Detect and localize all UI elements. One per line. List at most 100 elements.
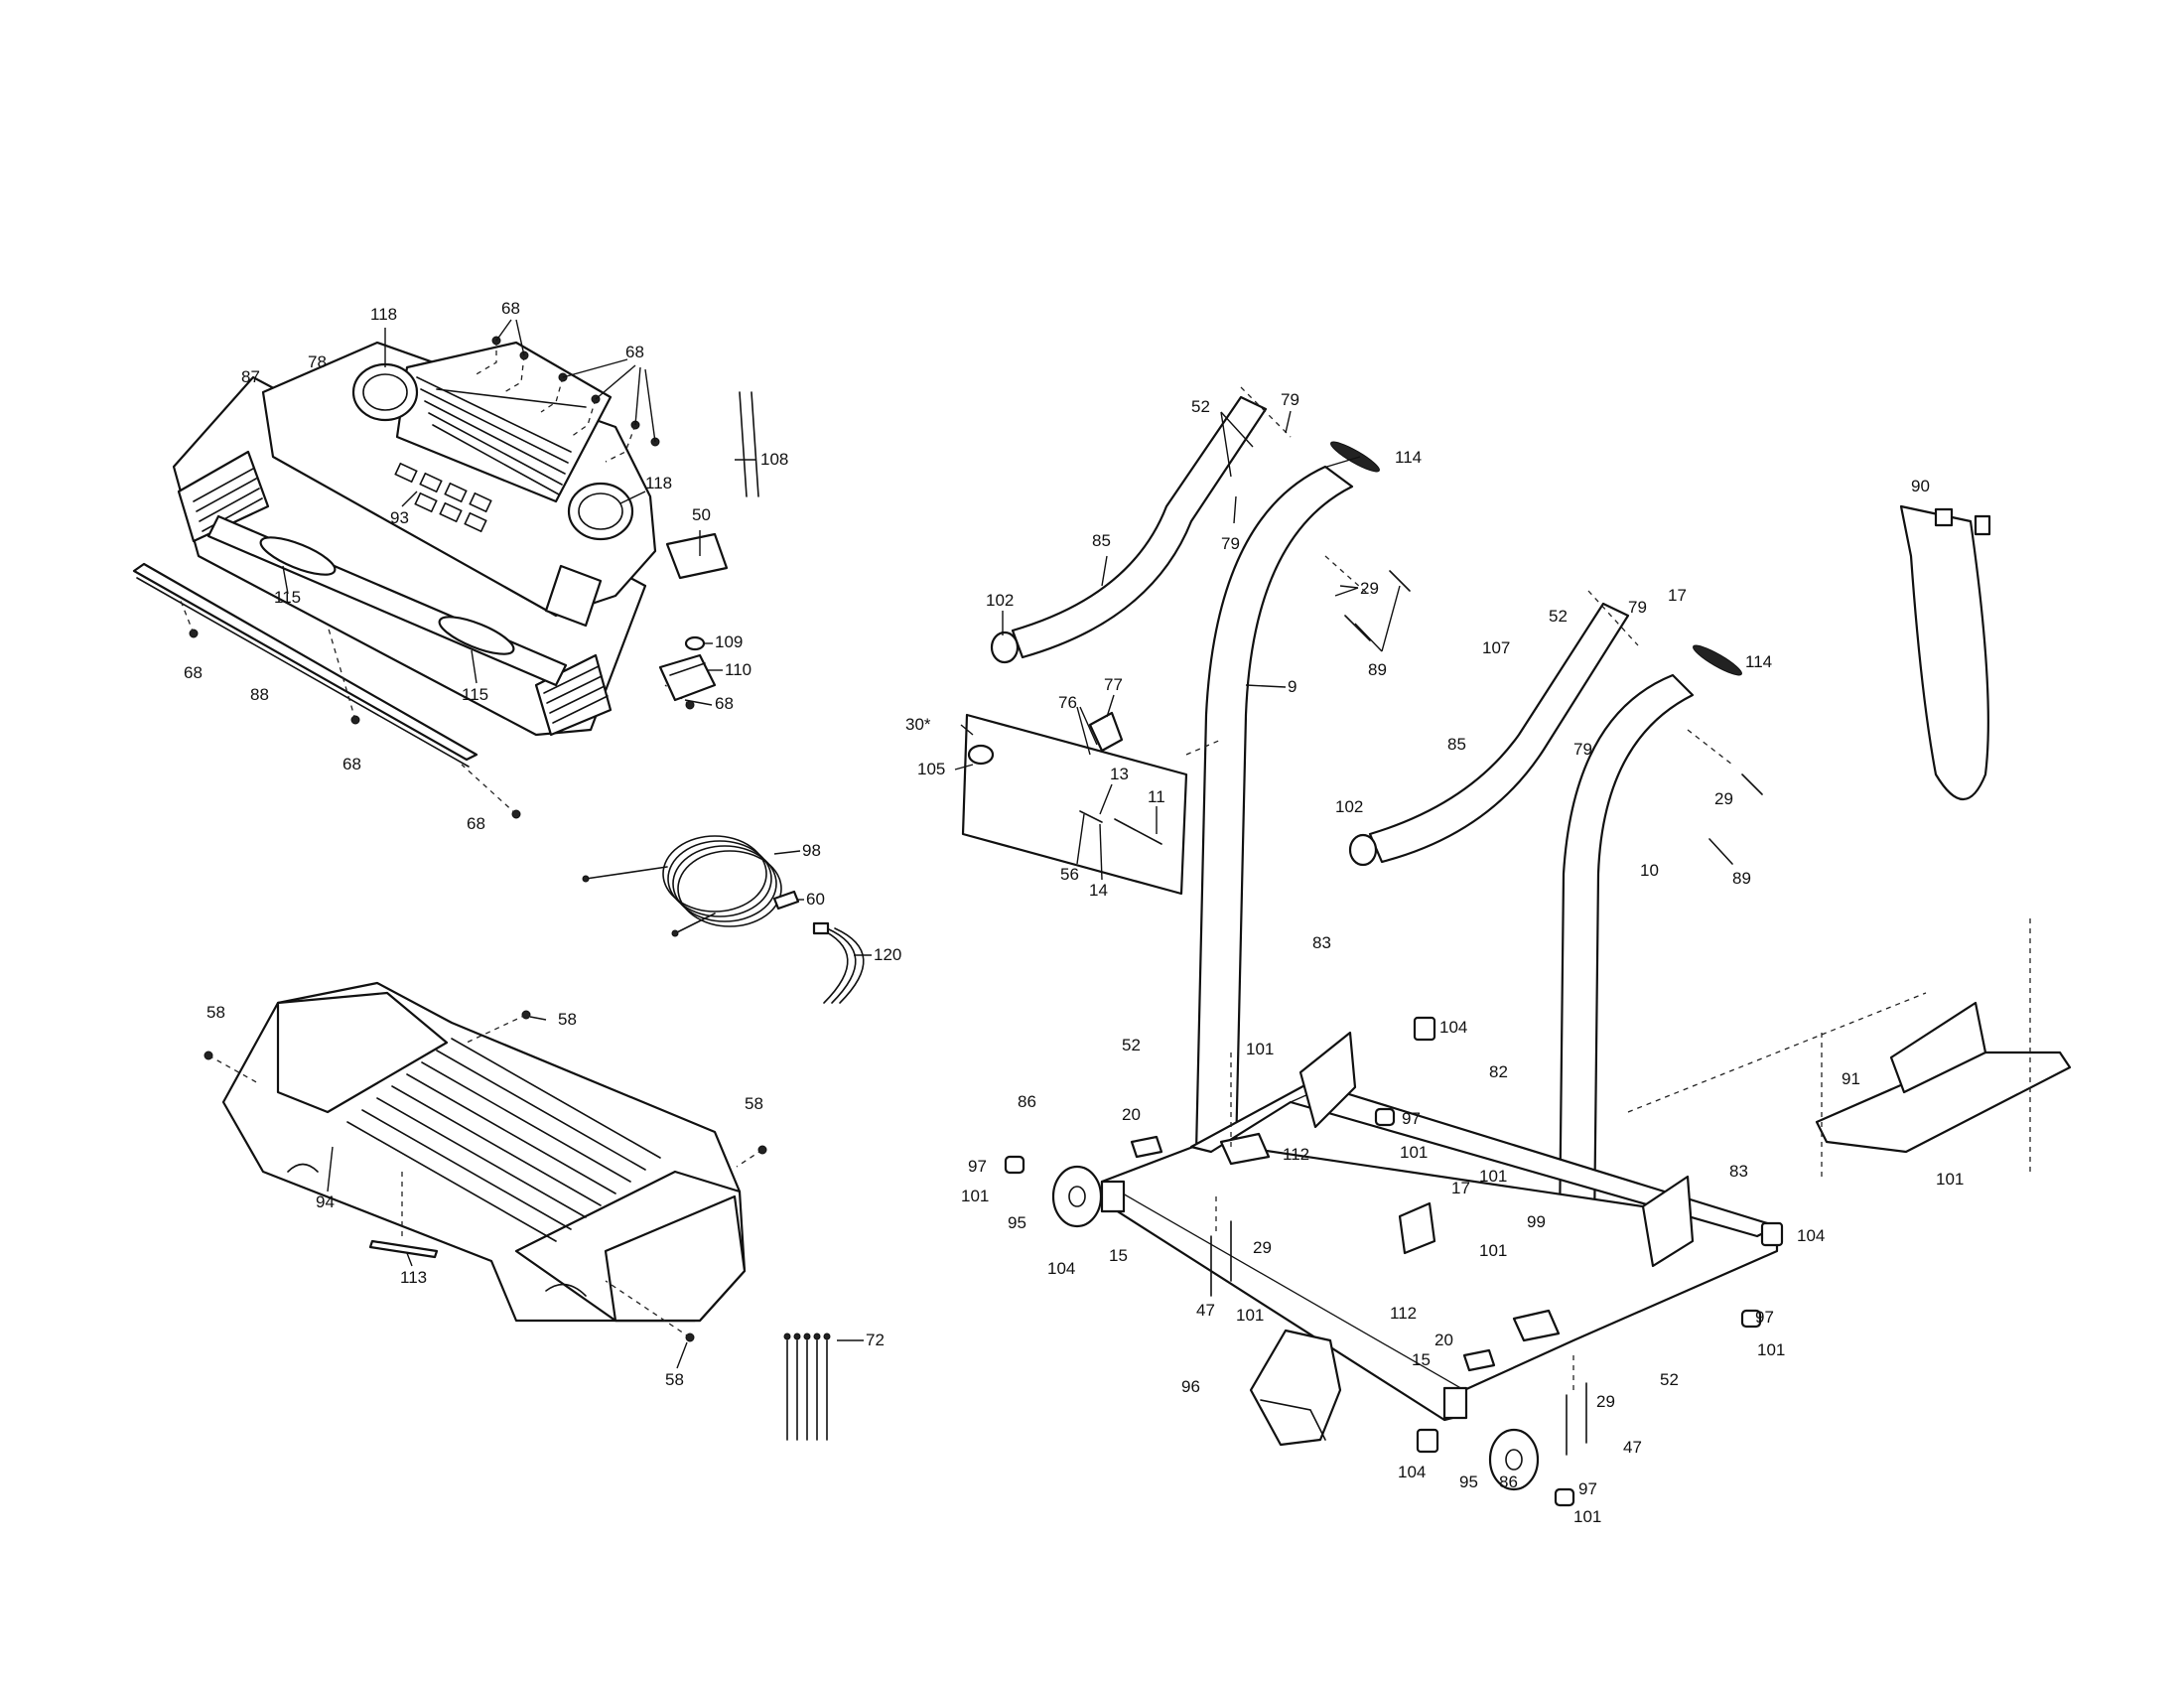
callout-97: 97 <box>1402 1109 1421 1128</box>
endcap-102-right <box>1348 833 1378 867</box>
callout-56: 56 <box>1060 865 1079 884</box>
callout-52: 52 <box>1191 397 1210 416</box>
callout-68: 68 <box>715 694 734 713</box>
callout-90: 90 <box>1911 477 1930 495</box>
callout-101: 101 <box>1236 1306 1264 1325</box>
callout-102: 102 <box>986 591 1014 610</box>
callout-85: 85 <box>1447 735 1466 754</box>
callout-68: 68 <box>467 814 485 833</box>
callout-82: 82 <box>1489 1062 1508 1081</box>
callout-86: 86 <box>1499 1473 1518 1491</box>
callout-101: 101 <box>1400 1143 1428 1162</box>
speaker-118-lower <box>567 482 634 541</box>
callout-95: 95 <box>1008 1213 1026 1232</box>
callout-78: 78 <box>308 352 327 371</box>
callout-47: 47 <box>1196 1301 1215 1320</box>
callout-89: 89 <box>1732 869 1751 888</box>
callout-95: 95 <box>1459 1473 1478 1491</box>
callout-47: 47 <box>1623 1438 1642 1457</box>
callout-99: 99 <box>1527 1212 1546 1231</box>
callout-115: 115 <box>462 685 488 704</box>
callout-104: 104 <box>1439 1018 1467 1037</box>
callout-15: 15 <box>1109 1246 1128 1265</box>
callout-68: 68 <box>625 343 644 361</box>
callout-29: 29 <box>1714 789 1733 808</box>
wheel-95-left <box>1051 1165 1103 1228</box>
callout-85: 85 <box>1092 531 1111 550</box>
callout-10: 10 <box>1640 861 1659 880</box>
callout-88: 88 <box>250 685 269 704</box>
callout-87: 87 <box>241 367 260 386</box>
console-grip-right <box>534 653 613 737</box>
callout-114: 114 <box>1745 652 1772 671</box>
callout-29: 29 <box>1596 1392 1615 1411</box>
callout-97: 97 <box>1755 1308 1774 1327</box>
callout-52: 52 <box>1660 1370 1679 1389</box>
callout-15: 15 <box>1412 1350 1431 1369</box>
callout-98: 98 <box>802 841 821 860</box>
callout-110: 110 <box>725 660 751 679</box>
callout-107: 107 <box>1482 638 1510 657</box>
callout-79: 79 <box>1221 534 1240 553</box>
callout-30: 30* <box>905 715 931 734</box>
handrail-85-right <box>1368 602 1630 864</box>
callout-113: 113 <box>400 1268 427 1287</box>
callout-9: 9 <box>1288 677 1297 696</box>
panel-30 <box>961 713 1188 896</box>
callout-68: 68 <box>501 299 520 318</box>
motor-hood-assembly <box>204 981 831 1441</box>
callout-68: 68 <box>342 755 361 773</box>
callout-83: 83 <box>1312 933 1331 952</box>
callout-105: 105 <box>917 760 945 778</box>
callout-89: 89 <box>1368 660 1387 679</box>
callout-79: 79 <box>1281 390 1299 409</box>
callout-58: 58 <box>665 1370 684 1389</box>
callout-93: 93 <box>390 508 409 527</box>
callout-68: 68 <box>184 663 203 682</box>
callout-76: 76 <box>1058 693 1077 712</box>
callout-60: 60 <box>806 890 825 909</box>
callout-86: 86 <box>1018 1092 1036 1111</box>
callout-58: 58 <box>206 1003 225 1022</box>
callout-115: 115 <box>274 588 301 607</box>
frame-assembly <box>961 386 2072 1507</box>
callout-118: 118 <box>370 305 397 324</box>
callout-120: 120 <box>874 945 901 964</box>
callout-58: 58 <box>558 1010 577 1029</box>
callout-29: 29 <box>1253 1238 1272 1257</box>
callout-104: 104 <box>1797 1226 1825 1245</box>
callout-108: 108 <box>760 450 788 469</box>
callout-50: 50 <box>692 505 711 524</box>
callout-58: 58 <box>745 1094 763 1113</box>
console-assembly <box>132 336 759 819</box>
wire-parts <box>582 835 865 1004</box>
callout-112: 112 <box>1283 1145 1309 1164</box>
callout-13: 13 <box>1110 765 1129 783</box>
callout-96: 96 <box>1181 1377 1200 1396</box>
leader-lines <box>282 319 1401 1369</box>
upright-10 <box>1557 673 1695 1323</box>
callout-101: 101 <box>1479 1167 1507 1186</box>
callout-72: 72 <box>866 1331 885 1349</box>
callout-118: 118 <box>645 474 672 492</box>
callout-109: 109 <box>715 632 743 651</box>
callout-17: 17 <box>1451 1179 1470 1197</box>
callout-97: 97 <box>1578 1479 1597 1498</box>
callout-52: 52 <box>1549 607 1568 626</box>
callout-97: 97 <box>968 1157 987 1176</box>
callout-101: 101 <box>1246 1040 1274 1058</box>
callout-101: 101 <box>1573 1507 1601 1526</box>
strap-90 <box>1899 504 1989 801</box>
callout-79: 79 <box>1628 598 1647 617</box>
wheel-95-right <box>1488 1428 1540 1491</box>
callout-91: 91 <box>1842 1069 1860 1088</box>
callout-112: 112 <box>1390 1304 1417 1323</box>
callout-20: 20 <box>1434 1331 1453 1349</box>
callout-94: 94 <box>316 1193 335 1211</box>
callout-17: 17 <box>1668 586 1687 605</box>
callout-101: 101 <box>961 1187 989 1205</box>
callout-101: 101 <box>1936 1170 1964 1189</box>
callout-11: 11 <box>1148 787 1165 806</box>
callout-101: 101 <box>1479 1241 1507 1260</box>
